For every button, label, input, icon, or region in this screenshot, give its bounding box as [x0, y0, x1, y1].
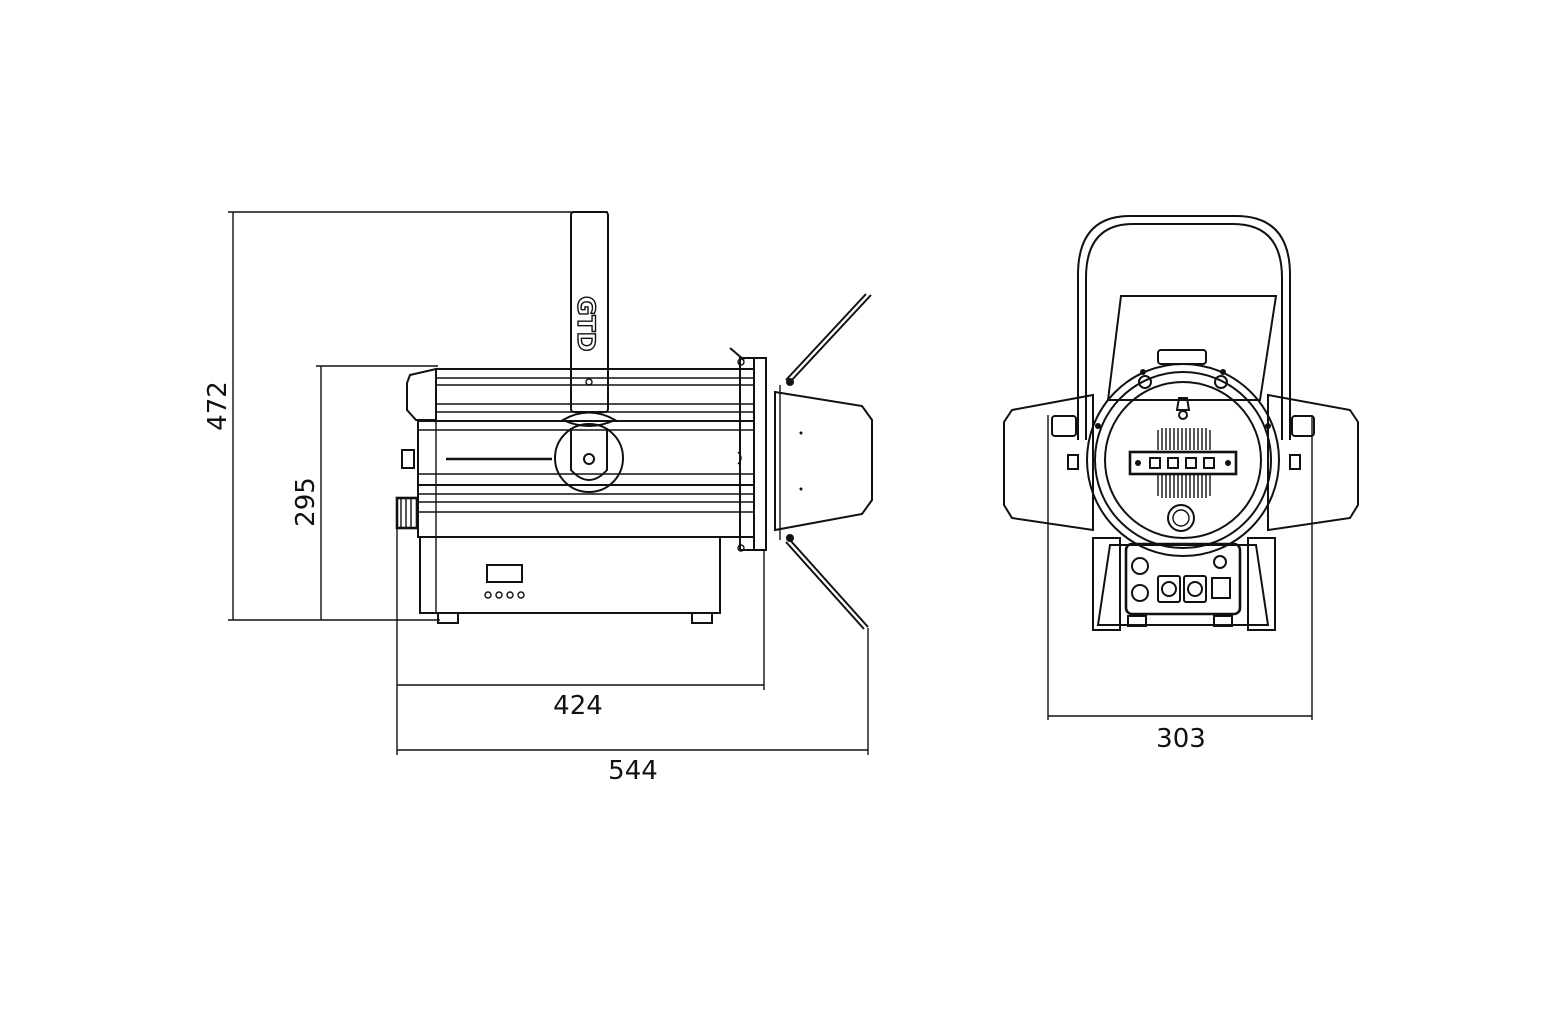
barn-doors — [774, 293, 873, 630]
dimension-body-length: 424 — [396, 500, 765, 755]
dimension-total-length: 544 — [397, 628, 869, 786]
yoke-front — [1077, 215, 1291, 440]
side-view: 472 295 424 544 GTD — [203, 211, 873, 786]
yoke-knobs — [1051, 415, 1315, 470]
front-view: 303 — [1003, 215, 1359, 754]
lamp-housing — [1086, 349, 1280, 557]
yoke-arm: GTD — [554, 211, 624, 493]
barn-doors-front — [1003, 295, 1359, 631]
display-screen — [486, 564, 523, 583]
base-control-box — [419, 536, 721, 624]
dim-label-472: 472 — [203, 381, 233, 431]
main-body — [395, 367, 755, 538]
gtd-logo-text: GTD — [572, 296, 600, 352]
dim-label-295: 295 — [291, 477, 321, 527]
dimension-body-height: 295 — [291, 365, 438, 620]
dim-label-424: 424 — [553, 691, 603, 721]
led-module — [1128, 428, 1238, 498]
connector-panel — [1096, 542, 1270, 627]
dim-label-303: 303 — [1156, 724, 1206, 754]
dim-label-544: 544 — [608, 756, 658, 786]
dimension-width: 303 — [1047, 415, 1313, 754]
front-ring — [729, 347, 767, 552]
dimension-total-height: 472 — [203, 211, 608, 621]
